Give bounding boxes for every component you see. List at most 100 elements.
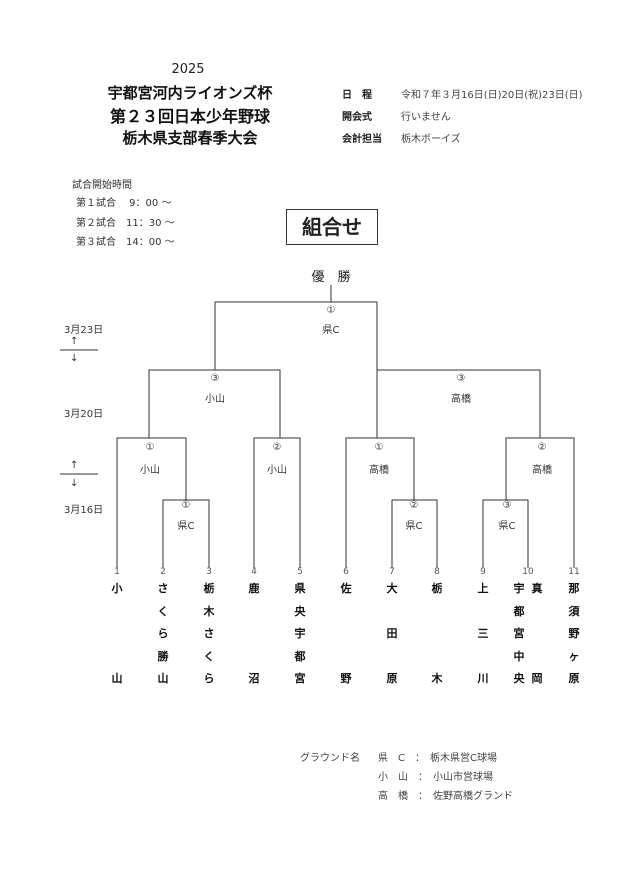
team-number: 3 xyxy=(206,567,212,577)
team-name-char xyxy=(385,603,399,626)
match-no: ① xyxy=(326,305,336,316)
r1b-line xyxy=(391,499,438,568)
team-number: 10 xyxy=(522,567,534,577)
team-name-char: 木 xyxy=(431,672,443,685)
title-line-1: 宇都宮河内ライオンズ杯 xyxy=(107,84,273,102)
team-name-char xyxy=(430,625,444,648)
start-time-row: 第２試合 11：30 ～ xyxy=(76,217,175,229)
team-name-char: 上 xyxy=(477,582,489,595)
team-number: 5 xyxy=(297,567,303,577)
team-name: 佐野 xyxy=(339,580,353,693)
start-time-row: 第１試合 9：00 ～ xyxy=(76,198,172,209)
team-name-char: 野 xyxy=(340,672,352,685)
team-name-char: 原 xyxy=(568,672,580,685)
team-name-char: 木 xyxy=(203,604,215,618)
match-ground: 高橋 xyxy=(451,394,471,405)
date-semi: 3月20日 xyxy=(64,409,104,420)
team-name-char: 鹿 xyxy=(248,582,260,595)
team-name-char xyxy=(247,603,261,626)
team-name: 真岡 xyxy=(530,580,544,693)
qf4-line xyxy=(505,437,575,568)
team-name-char: 大 xyxy=(386,582,398,595)
info-label: 会計担当 xyxy=(342,134,382,145)
match-no: ① xyxy=(374,442,384,453)
team-name: さくら勝山 xyxy=(156,580,170,693)
team-name-char: 宮 xyxy=(294,672,306,685)
team-name-char: 佐 xyxy=(340,582,352,595)
team-name-char xyxy=(110,648,124,671)
final-line xyxy=(214,285,378,370)
match-ground: 県C xyxy=(405,521,423,532)
team-name-char xyxy=(339,625,353,648)
team-name-char: 川 xyxy=(477,672,489,685)
team-name-char: ら xyxy=(157,627,169,640)
start-time-row: 第３試合 14：00 ～ xyxy=(76,237,175,248)
info-values: 令和７年３月16日(日)20日(祝)23日(日) 行いません 栃木ボーイズ xyxy=(401,85,583,151)
team-name-char: 中 xyxy=(513,649,525,663)
team-name-char xyxy=(430,648,444,671)
team-name: 小山 xyxy=(110,580,124,693)
ground-row: 高 橋 ： 佐野高橋グランド xyxy=(378,791,513,802)
team-name: 上三川 xyxy=(476,580,490,693)
team-name-char xyxy=(530,625,544,648)
team-name-char: 県 xyxy=(294,582,306,595)
info-value: 栃木ボーイズ xyxy=(401,134,461,145)
match-ground: 県C xyxy=(498,521,516,532)
match-no: ① xyxy=(181,500,191,511)
ground-row: 県 C ： 栃木県営C球場 xyxy=(378,753,497,764)
team-name-char xyxy=(530,648,544,671)
team-name: 栃木 xyxy=(430,580,444,693)
match-ground: 県C xyxy=(177,521,195,532)
team-name-char xyxy=(247,648,261,671)
semi-left-line xyxy=(148,369,281,438)
start-times-heading: 試合開始時間 xyxy=(72,180,132,191)
team-name-char: 都 xyxy=(513,604,525,618)
team-name-char: ら xyxy=(203,672,215,685)
team-name-char xyxy=(385,648,399,671)
qf1-line xyxy=(116,437,187,568)
team-name-char xyxy=(110,625,124,648)
team-name: 那須野ヶ原 xyxy=(567,580,581,693)
champion-label: 優 勝 xyxy=(311,270,351,285)
team-number: 4 xyxy=(251,567,257,577)
team-name: 宇都宮中央 xyxy=(512,580,526,693)
match-ground: 小山 xyxy=(140,465,160,476)
semi-right-line xyxy=(376,369,541,438)
team-name-char: さ xyxy=(157,582,169,595)
team-name-char: く xyxy=(203,649,215,663)
match-no: ③ xyxy=(456,373,466,384)
start-times: 第１試合 9：00 ～ 第２試合 11：30 ～ 第３試合 14：00 ～ xyxy=(76,194,175,253)
qf3-line xyxy=(345,437,415,568)
team-number: 7 xyxy=(389,567,395,577)
team-name-char xyxy=(430,603,444,626)
combination-title-box: 組合せ xyxy=(286,209,378,245)
team-name: 栃木さくら xyxy=(202,580,216,693)
team-name-char: ヶ xyxy=(568,649,580,663)
match-ground: 高橋 xyxy=(369,465,389,476)
team-name-char: く xyxy=(157,604,169,618)
team-name-char: 真 xyxy=(531,582,543,595)
team-name-char: さ xyxy=(203,627,215,640)
ground-row: 小 山 ： 小山市営球場 xyxy=(378,772,493,783)
team-name: 県央宇都宮 xyxy=(293,580,307,693)
title-line-3: 栃木県支部春季大会 xyxy=(122,129,258,147)
team-name-char: 栃 xyxy=(431,582,443,595)
team-number: 8 xyxy=(434,567,440,577)
match-ground: 高橋 xyxy=(532,465,552,476)
team-name-char: 山 xyxy=(111,672,123,685)
team-name-char: 岡 xyxy=(531,672,543,685)
team-name-char: 那 xyxy=(568,582,580,595)
team-name-char: 栃 xyxy=(203,582,215,595)
qf2-line xyxy=(253,437,301,568)
team-name-char: 宇 xyxy=(294,627,306,640)
match-ground: 県C xyxy=(322,325,340,336)
team-number: 11 xyxy=(568,567,580,577)
info-value: 令和７年３月16日(日)20日(祝)23日(日) xyxy=(401,90,583,101)
team-name-char: 沼 xyxy=(248,672,260,685)
date-first: 3月16日 xyxy=(64,505,104,516)
match-ground: 小山 xyxy=(205,394,225,405)
team-name-char xyxy=(530,603,544,626)
arrow-down-icon: ↓ xyxy=(70,353,79,364)
info-label: 開会式 xyxy=(342,112,372,123)
